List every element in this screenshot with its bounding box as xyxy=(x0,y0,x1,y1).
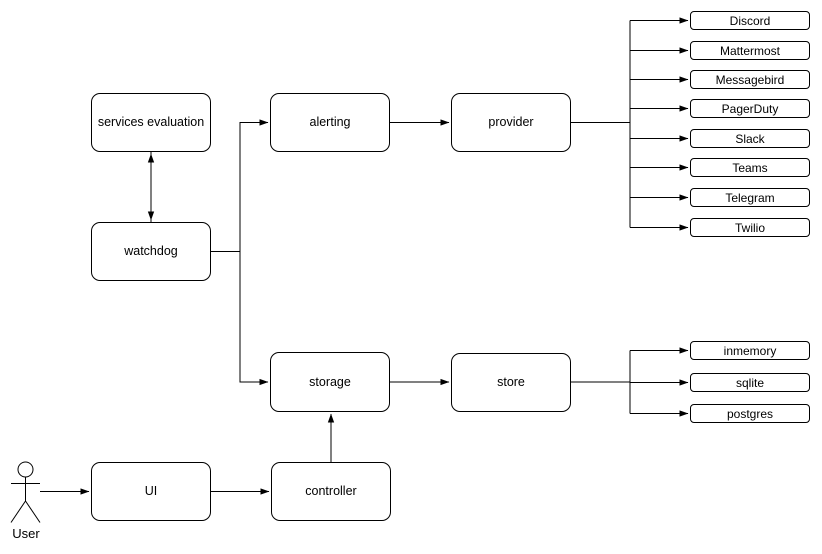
user-actor-label: User xyxy=(12,526,40,541)
node-label: provider xyxy=(488,115,534,130)
node-store: store xyxy=(451,353,571,412)
store-node-sqlite: sqlite xyxy=(690,373,810,392)
edge-watchdog-storage xyxy=(239,251,269,386)
user-actor-icon xyxy=(10,461,41,523)
node-ui: UI xyxy=(91,462,211,521)
provider-node-pagerduty: PagerDuty xyxy=(690,99,810,118)
node-label: storage xyxy=(309,374,351,389)
leaf-label: Mattermost xyxy=(719,43,780,58)
leaf-label: Discord xyxy=(729,13,771,28)
node-alerting: alerting xyxy=(270,93,390,152)
node-watchdog: watchdog xyxy=(91,222,211,281)
node-services-evaluation: services evaluation xyxy=(91,93,211,152)
provider-node-teams: Teams xyxy=(690,158,810,177)
leaf-label: inmemory xyxy=(723,343,777,358)
node-label: services evaluation xyxy=(97,115,205,130)
leaf-label: PagerDuty xyxy=(721,101,779,116)
leaf-label: Twilio xyxy=(734,220,765,235)
provider-node-discord: Discord xyxy=(690,11,810,30)
node-label: UI xyxy=(144,484,158,499)
store-node-inmemory: inmemory xyxy=(690,341,810,360)
provider-node-twilio: Twilio xyxy=(690,218,810,237)
leaf-label: postgres xyxy=(726,406,774,421)
provider-node-messagebird: Messagebird xyxy=(690,70,810,89)
provider-node-mattermost: Mattermost xyxy=(690,41,810,60)
node-label: controller xyxy=(305,484,357,499)
node-label: watchdog xyxy=(124,244,178,259)
provider-node-telegram: Telegram xyxy=(690,188,810,207)
provider-node-slack: Slack xyxy=(690,129,810,148)
leaf-label: Slack xyxy=(735,131,765,146)
node-label: store xyxy=(497,375,525,390)
store-node-postgres: postgres xyxy=(690,404,810,423)
leaf-label: sqlite xyxy=(735,375,764,390)
leaf-label: Telegram xyxy=(725,190,775,205)
edge-watchdog-alerting xyxy=(239,119,269,252)
node-controller: controller xyxy=(271,462,391,521)
leaf-label: Teams xyxy=(732,160,768,175)
leaf-label: Messagebird xyxy=(715,72,785,87)
node-provider: provider xyxy=(451,93,571,152)
node-label: alerting xyxy=(309,115,351,130)
node-storage: storage xyxy=(270,352,390,412)
